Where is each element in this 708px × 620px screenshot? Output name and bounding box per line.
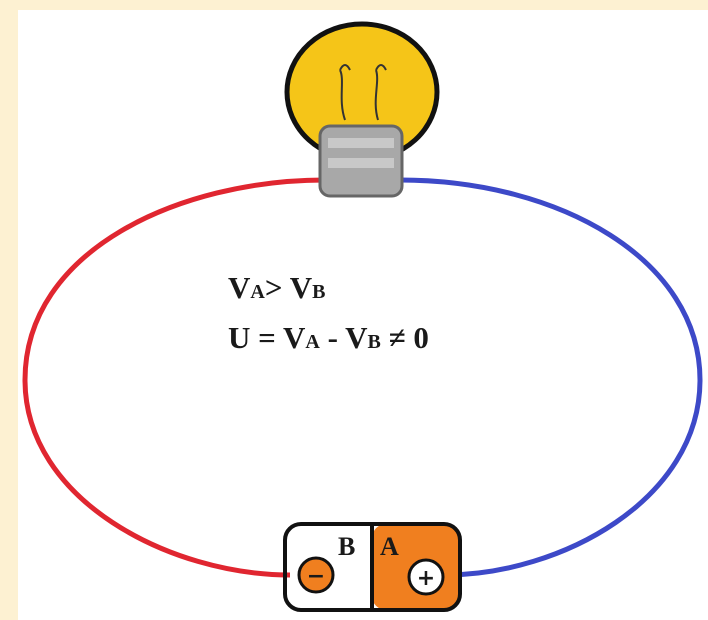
- light-bulb: [284, 21, 440, 198]
- positive-terminal-icon: [407, 558, 445, 596]
- negative-terminal-icon: [297, 556, 335, 594]
- bulb-filament: [339, 69, 346, 121]
- negative-sign: −: [307, 564, 325, 589]
- bulb-filament: [374, 69, 379, 121]
- terminal-label-b: B: [338, 532, 356, 561]
- equation-line-1: VA> VB: [228, 270, 326, 305]
- equation-line-2: U = VA - VB ≠ 0: [228, 320, 429, 355]
- wire-negative: [22, 177, 326, 578]
- terminal-label-a: A: [380, 532, 399, 561]
- wire-positive: [399, 177, 703, 578]
- positive-sign: +: [417, 566, 435, 591]
- battery: − +: [283, 522, 462, 612]
